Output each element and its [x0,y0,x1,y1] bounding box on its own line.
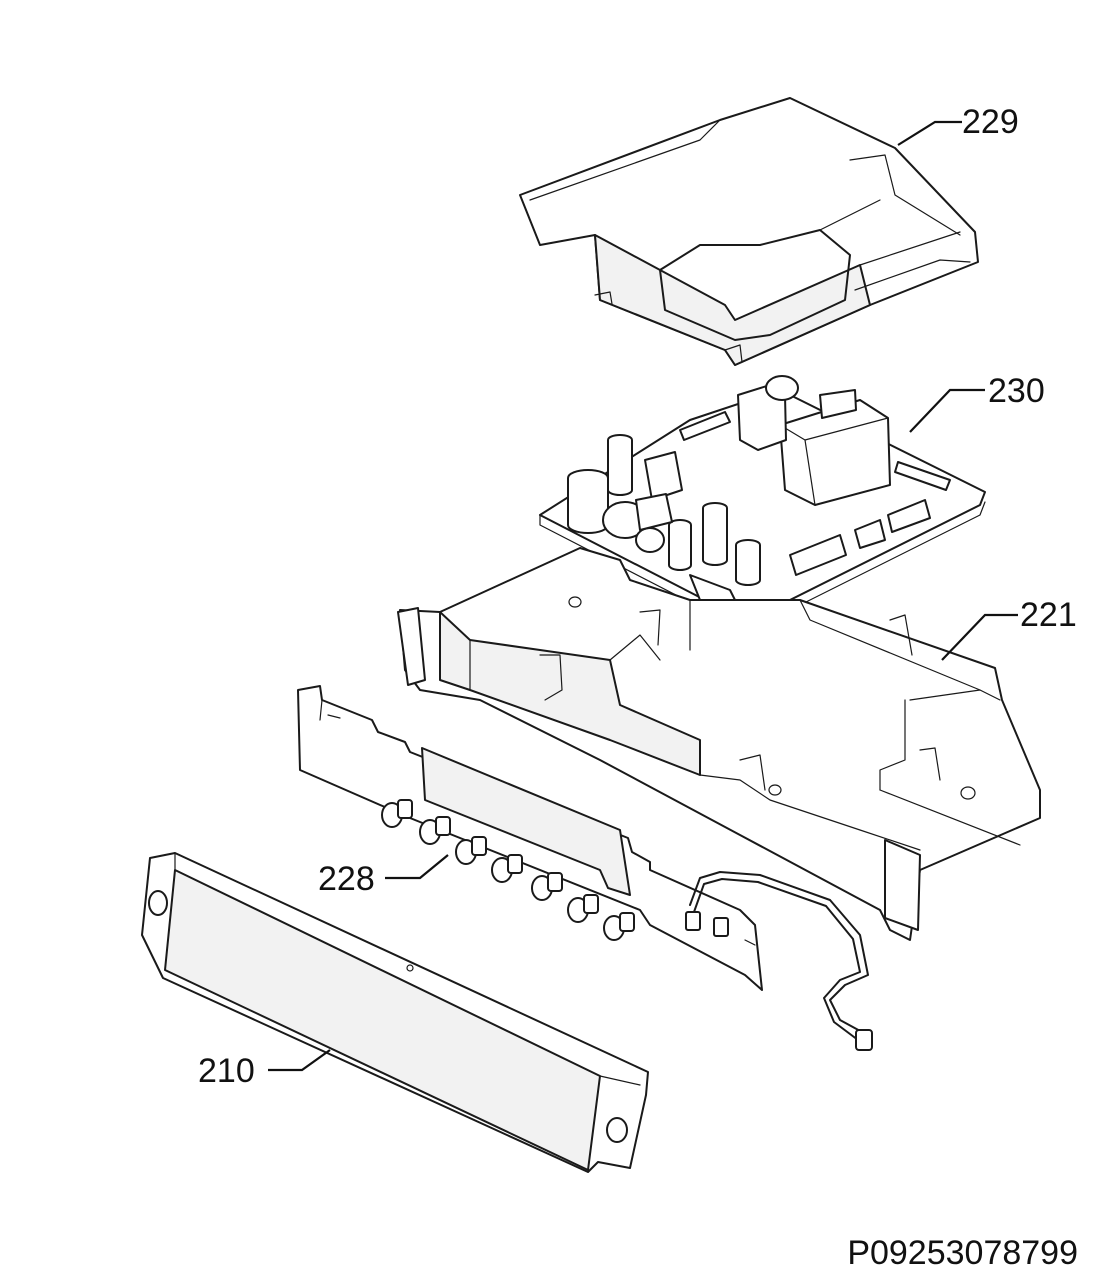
leader-lines [268,120,1018,1072]
callout-230: 230 [988,372,1045,410]
leader-229 [897,120,962,146]
leader-228 [385,854,449,880]
part-230-circuit-board [539,375,986,631]
button-keys [381,799,635,941]
part-210-front-panel [141,852,649,1173]
callout-229: 229 [962,103,1019,141]
part-229-cover [519,97,979,366]
document-id: P09253078799 [847,1234,1078,1272]
leader-210 [268,1049,331,1072]
callout-221: 221 [1020,596,1077,634]
leader-221 [941,613,1018,661]
leader-230 [909,388,985,433]
callout-228: 228 [318,860,375,898]
part-221-housing [397,547,1041,941]
callout-210: 210 [198,1052,255,1090]
part-228-button-board [297,685,873,1051]
